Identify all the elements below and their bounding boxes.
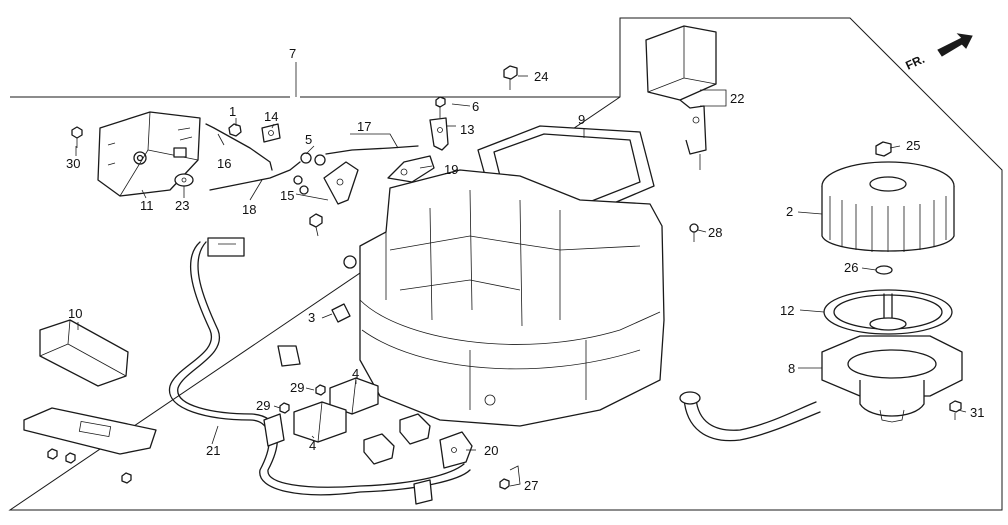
callout-28: 28 (708, 225, 722, 240)
drain-hose (683, 397, 821, 442)
callout-6: 6 (472, 99, 479, 114)
screw-28 (689, 223, 699, 242)
callout-27: 27 (524, 478, 538, 493)
callout-31: 31 (970, 405, 984, 420)
bracket-20 (439, 431, 473, 469)
assembly-frame (8, 17, 1003, 511)
callout-9: 9 (578, 112, 585, 127)
blower-housing (343, 169, 665, 427)
screw-30 (71, 126, 83, 148)
clip-1 (228, 123, 242, 137)
callout-22: 22 (730, 91, 744, 106)
link-19 (387, 155, 435, 183)
arm-15 (323, 161, 359, 205)
link-5-cluster (293, 152, 326, 195)
relay-4-lower (293, 401, 347, 443)
screw-15b (309, 213, 323, 237)
callout-29-lower: 29 (256, 398, 270, 413)
callout-8: 8 (788, 361, 795, 376)
screw-6 (435, 96, 446, 118)
callout-7: 7 (289, 46, 296, 61)
washer-26 (875, 265, 893, 275)
resistor-10 (39, 319, 129, 387)
clip-23 (174, 173, 194, 187)
screw-24 (503, 65, 518, 90)
callout-5: 5 (305, 132, 312, 147)
callout-4-lower: 4 (309, 438, 316, 453)
callout-3: 3 (308, 310, 315, 325)
callout-20: 20 (484, 443, 498, 458)
relay-22 (645, 25, 717, 170)
wire-harness-21 (168, 237, 471, 505)
callout-13: 13 (460, 122, 474, 137)
fan-2 (821, 161, 955, 252)
callout-2: 2 (786, 204, 793, 219)
screws-lower-left (47, 448, 132, 484)
front-direction-label: FR. (903, 52, 926, 73)
callout-23: 23 (175, 198, 189, 213)
callout-4-upper: 4 (352, 366, 359, 381)
front-direction-arrow: FR. (903, 33, 973, 73)
drain-hose-end (679, 391, 701, 405)
callout-19: 19 (444, 162, 458, 177)
bracket-14 (261, 123, 281, 143)
screw-27 (499, 478, 510, 490)
motor-8 (821, 335, 963, 423)
drain-hose-outline (695, 397, 817, 431)
screws-29 (279, 384, 326, 414)
rod-16 (205, 123, 273, 171)
callout-30: 30 (66, 156, 80, 171)
screw-31 (949, 400, 962, 420)
callout-29-upper: 29 (290, 380, 304, 395)
callout-15: 15 (280, 188, 294, 203)
lever-13 (429, 117, 449, 151)
gasket-12 (823, 289, 953, 335)
mounting-plate (23, 407, 157, 455)
arrow-icon (937, 33, 973, 57)
callout-21: 21 (206, 443, 220, 458)
nut-25 (875, 141, 892, 157)
callout-24: 24 (534, 69, 548, 84)
callout-16: 16 (217, 156, 231, 171)
rod-17 (325, 145, 419, 155)
callout-11: 11 (140, 198, 154, 213)
connector-cluster (363, 413, 431, 465)
callout-26: 26 (844, 260, 858, 275)
rod-18 (209, 161, 301, 191)
callout-14: 14 (264, 109, 278, 124)
callout-1: 1 (229, 104, 236, 119)
callout-18: 18 (242, 202, 256, 217)
callout-12: 12 (780, 303, 794, 318)
clip-3 (331, 303, 351, 323)
leader-lines (75, 62, 967, 487)
callout-25: 25 (906, 138, 920, 153)
callout-17: 17 (357, 119, 371, 134)
callout-10: 10 (68, 306, 82, 321)
